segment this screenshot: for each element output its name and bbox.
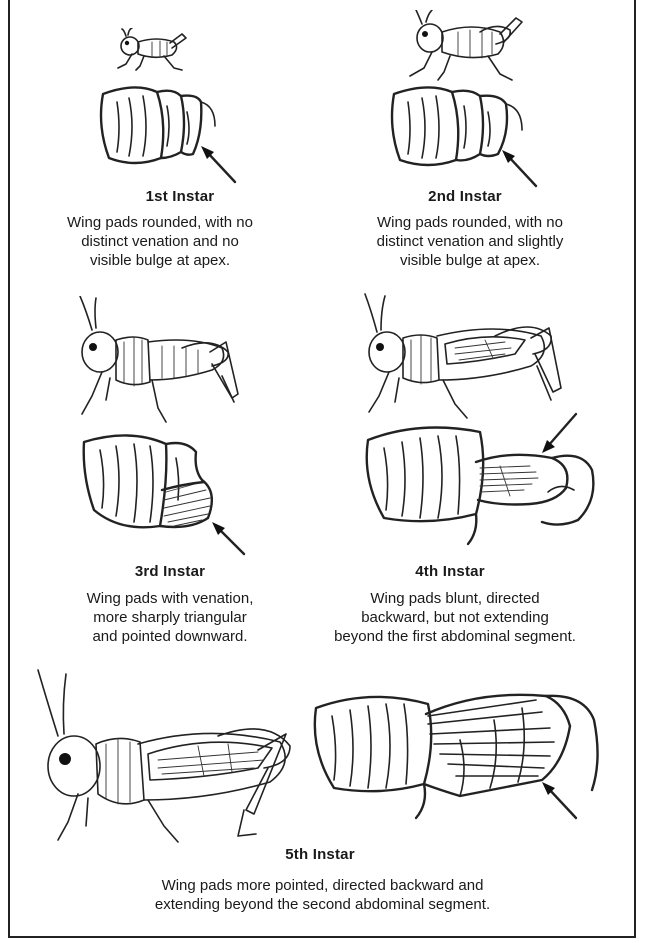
grasshopper-nymph-icon: [400, 10, 530, 86]
description-line: visible bulge at apex.: [10, 251, 310, 270]
instar-5-wing-pad-illustration: [310, 680, 610, 820]
description-line: and pointed downward.: [10, 627, 330, 646]
instar-1-title: 1st Instar: [60, 188, 300, 205]
instar-5-title: 5th Instar: [200, 846, 440, 863]
instar-2-description: Wing pads rounded, with no distinct vena…: [320, 213, 620, 270]
instar-1-description: Wing pads rounded, with no distinct vena…: [10, 213, 310, 270]
description-line: Wing pads rounded, with no: [320, 213, 620, 232]
description-line: extending beyond the second abdominal se…: [20, 895, 625, 914]
description-line: Wing pads rounded, with no: [10, 213, 310, 232]
description-line: distinct venation and slightly: [320, 232, 620, 251]
instar-4-wing-pad-illustration: [360, 410, 600, 550]
instar-3-description: Wing pads with venation, more sharply tr…: [10, 589, 330, 646]
description-line: Wing pads more pointed, directed backwar…: [20, 876, 625, 895]
grasshopper-nymph-icon: [18, 664, 298, 844]
instar-1-nymph-illustration: [112, 28, 190, 72]
instar-3-title: 3rd Instar: [50, 563, 290, 580]
instar-4-description: Wing pads blunt, directed backward, but …: [290, 589, 620, 646]
description-line: Wing pads with venation,: [10, 589, 330, 608]
wing-pad-icon: [315, 695, 598, 818]
arrow-icon: [542, 414, 576, 453]
wing-pad-icon: [367, 428, 594, 545]
instar-2-title: 2nd Instar: [345, 188, 585, 205]
arrow-icon: [542, 782, 576, 818]
description-line: visible bulge at apex.: [320, 251, 620, 270]
instar-3-wing-pad-illustration: [80, 430, 250, 560]
instar-4-nymph-illustration: [355, 292, 575, 422]
arrow-icon: [502, 150, 536, 186]
instar-5-nymph-illustration: [18, 664, 298, 844]
description-line: distinct venation and no: [10, 232, 310, 251]
description-line: beyond the first abdominal segment.: [290, 627, 620, 646]
description-line: Wing pads blunt, directed: [290, 589, 620, 608]
grasshopper-nymph-icon: [62, 296, 252, 426]
wing-pad-icon: [84, 435, 212, 527]
arrow-icon: [201, 146, 235, 182]
grasshopper-nymph-icon: [355, 292, 575, 422]
arrow-icon: [212, 522, 244, 554]
instar-3-nymph-illustration: [62, 296, 252, 426]
wing-pad-icon: [101, 87, 215, 163]
wing-pad-icon: [392, 87, 522, 165]
instar-1-wing-pad-illustration: [95, 82, 245, 190]
instar-5-description: Wing pads more pointed, directed backwar…: [20, 876, 625, 914]
description-line: backward, but not extending: [290, 608, 620, 627]
instar-4-title: 4th Instar: [330, 563, 570, 580]
instar-2-wing-pad-illustration: [388, 84, 548, 192]
description-line: more sharply triangular: [10, 608, 330, 627]
instar-2-nymph-illustration: [400, 10, 530, 86]
grasshopper-nymph-icon: [112, 28, 190, 72]
